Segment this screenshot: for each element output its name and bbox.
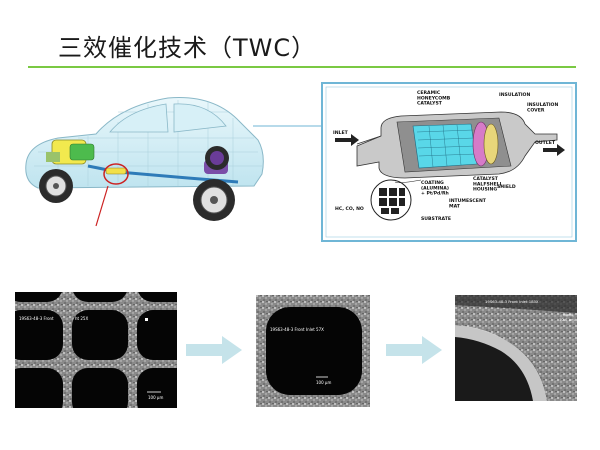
label-inlet: INLET: [333, 130, 349, 136]
substrate-detail: [370, 179, 422, 221]
micrograph-2-caption: 19S63-48-3 Front Inlet 57X: [270, 327, 324, 332]
label-shield: SHIELD: [497, 184, 516, 190]
micrograph-1-caption-2: ht 25X: [75, 316, 88, 321]
label-coating: COATING(ALUMINA)+ Pt/Pd/Rh: [421, 180, 449, 197]
label-gases: HC, CO, NO: [335, 206, 364, 212]
label-substrate: SUBSTRATE: [421, 216, 451, 222]
right-arrow-icon: [186, 336, 242, 364]
micrograph-1-scale: 100 µm: [148, 395, 163, 400]
car-illustration: [25, 97, 264, 221]
label-insulation: INSULATION: [499, 92, 530, 98]
micrograph-honeycomb-25x: 19S63-48-3 Front ht 25X 100 µm: [15, 292, 177, 408]
micrograph-3-caption: 19S63-48-3 Front Inlet 183X: [485, 299, 539, 304]
micrograph-1-caption: 19S63-48-3 Front: [19, 316, 54, 321]
rear-wheel: [39, 169, 73, 203]
front-wheel: [193, 179, 235, 221]
slide-title: 三效催化技术（TWC）: [58, 34, 317, 62]
micrograph-channel-57x: 19S63-48-3 Front Inlet 57X 100 µm: [256, 295, 370, 407]
micrograph-coating-183x: 19S63-48-3 Front Inlet 183X 10.0 µm: [455, 295, 577, 401]
title-underline: [28, 66, 576, 68]
converter-body: [356, 111, 558, 179]
micrograph-3-scale: 10.0 µm: [559, 317, 575, 322]
label-outlet: OUTLET: [535, 140, 556, 146]
right-arrow-icon: [386, 336, 442, 364]
micrograph-2-scale: 100 µm: [316, 380, 331, 385]
